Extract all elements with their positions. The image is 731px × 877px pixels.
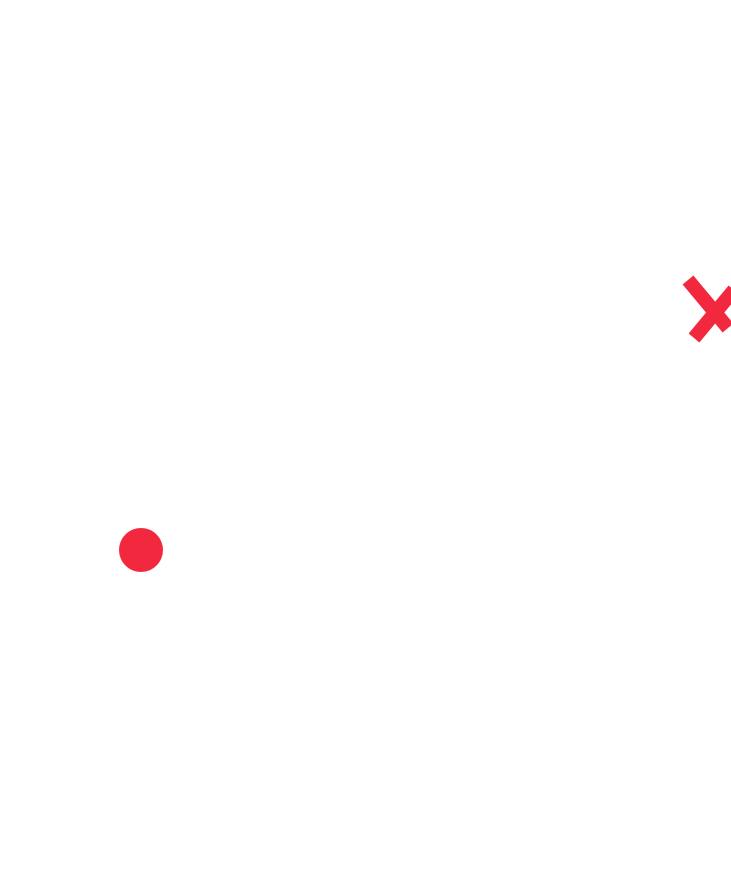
red-dot-icon	[119, 528, 163, 572]
red-cross-icon	[682, 275, 731, 343]
cross-stroke-left	[682, 275, 731, 333]
cross-stroke-right	[688, 285, 731, 343]
